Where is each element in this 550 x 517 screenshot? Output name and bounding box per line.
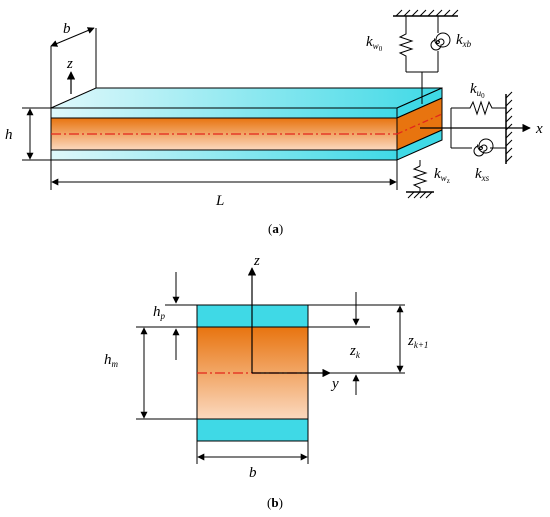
label-y-b: y xyxy=(330,376,339,392)
beam-front-top-face-sheet xyxy=(50,107,398,119)
label-z-a: z xyxy=(66,56,73,72)
hp-dimension: hp xyxy=(153,272,197,360)
z-axis-a: z xyxy=(66,56,76,94)
label-x: x xyxy=(535,121,543,137)
fixed-support-top-icon xyxy=(393,9,459,17)
label-k-xs: kxs xyxy=(475,166,490,183)
part-a-beam xyxy=(50,87,443,161)
caption-b: (b) xyxy=(267,495,283,510)
label-z-b: z xyxy=(253,253,260,269)
label-zk: zk xyxy=(349,343,361,360)
section-axes: z y xyxy=(247,253,339,392)
bottom-spring-assembly: kwz xyxy=(406,160,450,199)
label-b-a: b xyxy=(63,21,71,37)
label-k-u0: ku0 xyxy=(470,81,485,100)
x-axis-a: x xyxy=(420,121,543,137)
linear-spring-icon xyxy=(398,28,414,72)
label-hp: hp xyxy=(153,304,166,321)
torsional-spring-icon xyxy=(451,138,506,157)
top-spring-assembly: kw0 kxb xyxy=(366,9,472,104)
width-b-indicator: b xyxy=(50,21,97,108)
torsional-spring-icon xyxy=(430,28,451,72)
length-L-dimension: L xyxy=(50,160,398,209)
label-hm: hm xyxy=(104,352,119,369)
section-bottom-face-sheet xyxy=(196,418,309,442)
hm-dimension: hm xyxy=(104,326,197,420)
label-k-wz: kwz xyxy=(434,166,450,185)
label-k-xb: kxb xyxy=(456,32,472,49)
caption-a: (a) xyxy=(268,221,283,236)
beam-front-bottom-face-sheet xyxy=(50,149,398,161)
linear-spring-icon xyxy=(412,165,428,192)
label-h: h xyxy=(5,127,13,143)
beam-end-centerline xyxy=(396,113,443,135)
beam-top-face-sheet xyxy=(50,87,443,109)
label-b-b: b xyxy=(249,465,257,481)
label-zk1: zk+1 xyxy=(407,333,428,350)
fixed-support-bottom-icon xyxy=(406,191,434,199)
label-k-w0: kw0 xyxy=(366,34,383,53)
zk-dimensions: zk zk+1 xyxy=(308,292,428,395)
linear-spring-icon xyxy=(451,100,506,116)
width-b-dimension: b xyxy=(196,441,309,481)
fixed-support-right-icon xyxy=(505,91,513,164)
height-h-dimension: h xyxy=(5,107,51,161)
label-L: L xyxy=(215,193,224,209)
right-spring-assembly: ku0 kxs xyxy=(442,81,513,183)
